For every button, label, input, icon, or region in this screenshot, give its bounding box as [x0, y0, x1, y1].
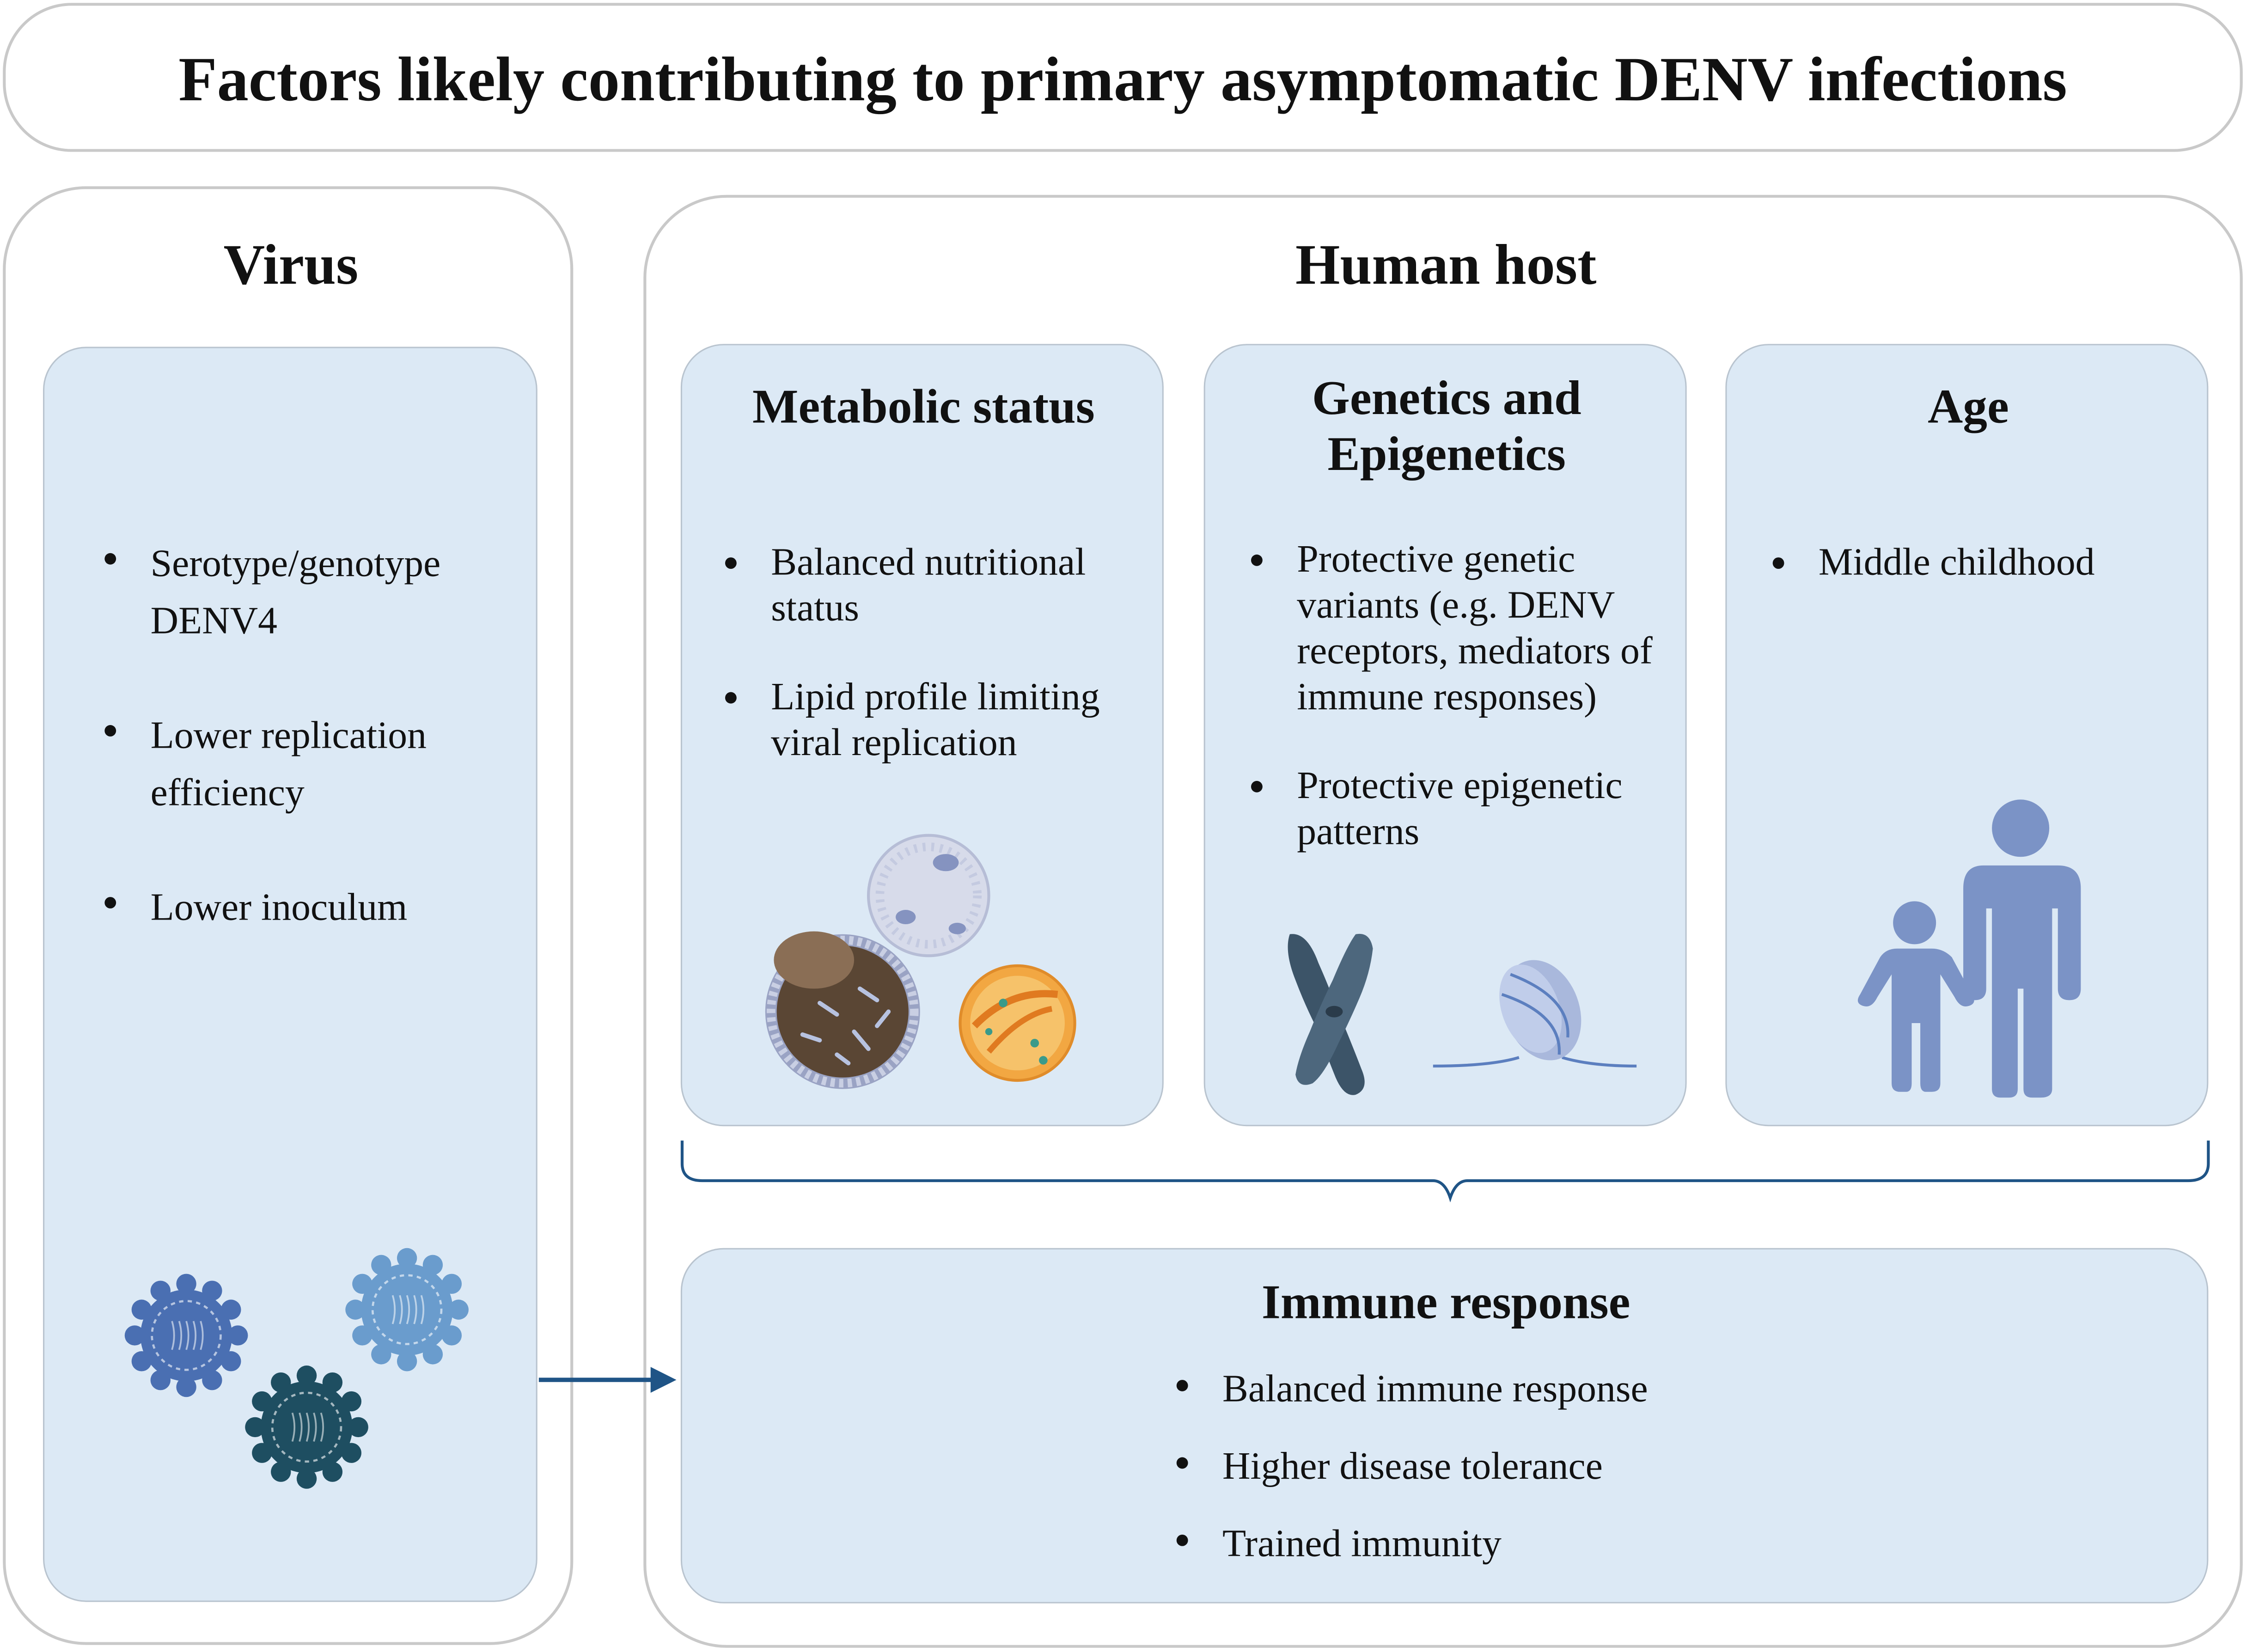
genetics-title: Genetics and Epigenetics	[1205, 371, 1688, 483]
genetics-title-line1: Genetics and	[1312, 372, 1581, 426]
metabolic-list: Balanced nutritional status Lipid profil…	[725, 539, 1141, 765]
page-title: Factors likely contributing to primary a…	[178, 44, 2067, 115]
immune-list: Balanced immune response Higher disease …	[1176, 1361, 1836, 1571]
immune-panel: Immune response Balanced immune response…	[680, 1248, 2209, 1603]
genetics-panel: Genetics and Epigenetics Protective gene…	[1203, 344, 1688, 1127]
virus-particle-icon	[124, 1274, 248, 1397]
age-list: Middle childhood	[1772, 539, 2203, 585]
immune-title: Immune response	[1261, 1276, 1630, 1330]
list-item: Higher disease tolerance	[1176, 1439, 1836, 1493]
virus-particle-icon	[345, 1248, 469, 1372]
list-item: Middle childhood	[1772, 539, 2203, 585]
nucleosome-icon	[1433, 960, 1637, 1068]
virus-particle-icon	[245, 1365, 368, 1489]
lipid-droplet-icon	[765, 931, 920, 1089]
virus-list: Serotype/genotype DENV4 Lower replicatio…	[104, 535, 491, 936]
host-title: Human host	[1295, 232, 1597, 297]
list-item: Lower inoculum	[104, 878, 491, 936]
list-item: Trained immunity	[1176, 1516, 1836, 1571]
list-item: Balanced nutritional status	[725, 539, 1141, 630]
genetics-title-line2: Epigenetics	[1327, 428, 1566, 482]
genetics-list: Protective genetic variants (e.g. DENV r…	[1251, 536, 1681, 854]
header-box: Factors likely contributing to primary a…	[3, 3, 2243, 152]
virus-title: Virus	[223, 232, 359, 297]
adult-child-icon	[1857, 799, 2081, 1098]
list-item: Serotype/genotype DENV4	[104, 535, 491, 649]
metabolic-panel: Metabolic status Balanced nutritional st…	[680, 344, 1164, 1127]
list-item: Lipid profile limiting viral replication	[725, 673, 1141, 765]
list-item: Balanced immune response	[1176, 1361, 1836, 1416]
list-item: Protective genetic variants (e.g. DENV r…	[1251, 536, 1681, 719]
list-item: Protective epigenetic patterns	[1251, 762, 1681, 854]
lipid-droplet-icon	[959, 964, 1076, 1082]
list-item: Lower replication efficiency	[104, 707, 491, 821]
curly-brace-icon	[680, 1140, 2210, 1203]
age-title: Age	[1928, 381, 2009, 434]
arrow-right-icon	[538, 1367, 677, 1393]
metabolic-title: Metabolic status	[752, 381, 1095, 434]
chromosome-icon	[1288, 933, 1373, 1095]
lipid-droplet-icon	[867, 834, 990, 957]
